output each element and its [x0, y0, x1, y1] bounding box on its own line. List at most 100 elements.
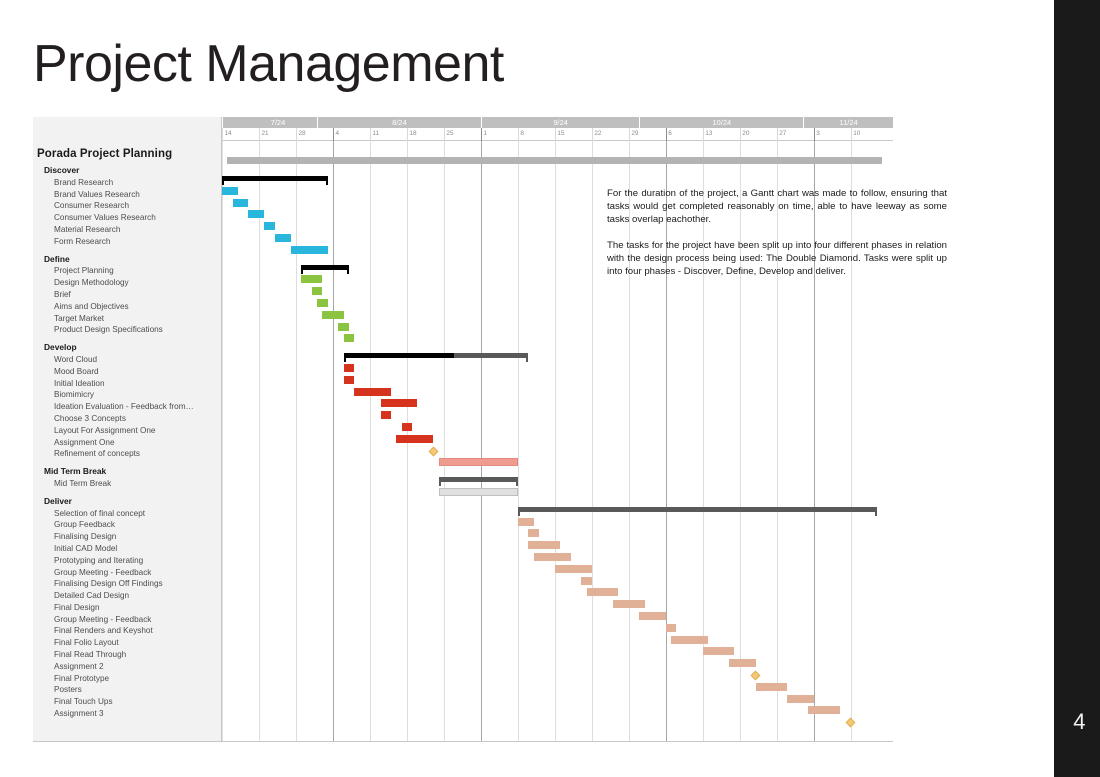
day-tick-label: 14	[222, 128, 259, 141]
task-bar	[396, 434, 434, 443]
task-row-label: Selection of final concept	[54, 508, 146, 518]
task-row-label: Assignment 3	[54, 709, 104, 719]
task-row-label: Final Touch Ups	[54, 697, 113, 707]
task-bar	[581, 576, 592, 585]
summary-bar-body	[517, 506, 878, 512]
grid-line	[554, 141, 556, 741]
phase-summary-bar	[222, 176, 328, 185]
task-row-label: Posters	[54, 685, 82, 695]
phase-summary-bar	[343, 353, 529, 363]
milestone-diamond	[428, 446, 439, 457]
task-bar	[702, 647, 735, 656]
task-bar	[274, 234, 291, 242]
task-bar	[787, 694, 814, 703]
grid-line	[665, 141, 667, 741]
day-tick-label: 27	[776, 128, 814, 141]
description-paragraph-1: For the duration of the project, a Gantt…	[607, 188, 947, 226]
task-bar	[343, 364, 355, 372]
milestone-diamond	[845, 717, 856, 728]
summary-bar-body	[222, 176, 328, 181]
phase-summary-bar	[438, 477, 518, 487]
task-row-label: Prototyping and Iterating	[54, 555, 144, 565]
task-group-label: Mid Term Break	[44, 466, 107, 477]
day-tick-label: 11	[369, 128, 407, 141]
right-rail: 4	[1054, 0, 1100, 777]
task-row-label: Design Methodology	[54, 278, 129, 288]
task-row-label: Refinement of concepts	[54, 449, 141, 459]
task-bar	[808, 706, 841, 715]
day-tick-label: 18	[406, 128, 444, 141]
page-title: Project Management	[33, 35, 504, 93]
task-row-label: Brand Values Research	[54, 189, 140, 199]
task-bar	[338, 322, 349, 331]
task-row-label: Aims and Objectives	[54, 301, 129, 311]
task-row-label: Word Cloud	[54, 354, 98, 364]
grid-line	[332, 141, 334, 741]
day-tick-label: 25	[443, 128, 481, 141]
task-bar	[264, 222, 275, 231]
summary-bar-cap-left	[438, 477, 441, 487]
day-tick-label: 20	[739, 128, 777, 141]
task-row-label: Finalising Design	[54, 532, 117, 542]
task-bar	[671, 635, 709, 644]
grid-line	[295, 141, 297, 741]
task-row-label: Group Meeting - Feedback	[54, 567, 152, 577]
task-row-label: Brief	[54, 289, 71, 299]
grid-line	[222, 141, 223, 741]
summary-bar-cap-left	[301, 264, 304, 274]
summary-bar-cap-left	[222, 176, 224, 185]
task-row-label: Target Market	[54, 313, 105, 323]
grid-line	[443, 141, 445, 741]
grid-line	[776, 141, 778, 741]
task-bar	[729, 659, 756, 668]
task-bar	[586, 588, 619, 597]
summary-bar-cap-right	[325, 176, 328, 185]
task-row-label: Consumer Research	[54, 201, 130, 211]
task-bar	[248, 210, 265, 219]
task-bar	[528, 529, 539, 538]
task-row-label: Initial Ideation	[54, 378, 105, 388]
summary-bar-progress-remainder	[454, 353, 529, 359]
task-bar	[322, 310, 344, 319]
task-bar	[517, 517, 534, 526]
task-row-label: Initial CAD Model	[54, 543, 118, 553]
task-row-label: Group Feedback	[54, 520, 115, 530]
task-row-label: Final Prototype	[54, 673, 110, 683]
milestone-diamond	[750, 670, 761, 681]
project-summary-bar	[227, 157, 883, 164]
summary-bar-cap-left	[343, 353, 346, 363]
task-row-label: Detailed Cad Design	[54, 591, 130, 601]
task-bar	[301, 275, 323, 284]
task-bar	[438, 488, 518, 496]
task-row-label: Mood Board	[54, 366, 99, 376]
page-number: 4	[1073, 709, 1086, 734]
task-bar	[232, 198, 249, 207]
task-row-label: Group Meeting - Feedback	[54, 614, 152, 624]
task-bar	[528, 541, 561, 550]
task-bar	[317, 299, 328, 307]
month-label: 11/24	[803, 117, 893, 128]
task-bar	[222, 186, 238, 195]
phase-summary-bar	[517, 506, 878, 516]
summary-bar-cap-right	[875, 506, 878, 516]
task-bar	[554, 564, 592, 573]
task-bar	[401, 423, 413, 431]
day-tick-label: 21	[258, 128, 296, 141]
task-row-label: Final Renders and Keyshot	[54, 626, 153, 636]
day-tick-label: 1	[480, 128, 518, 141]
task-bar	[343, 375, 355, 384]
day-tick-label: 6	[665, 128, 703, 141]
task-row-label: Biomimicry	[54, 390, 95, 400]
task-row-label: Final Design	[54, 602, 100, 612]
task-row-label: Assignment 2	[54, 661, 104, 671]
task-group-label: Deliver	[44, 495, 72, 506]
task-bar	[343, 334, 355, 343]
task-row-label: Material Research	[54, 224, 121, 234]
month-label: 10/24	[639, 117, 803, 128]
grid-line	[369, 141, 371, 741]
summary-bar-body	[301, 264, 349, 270]
